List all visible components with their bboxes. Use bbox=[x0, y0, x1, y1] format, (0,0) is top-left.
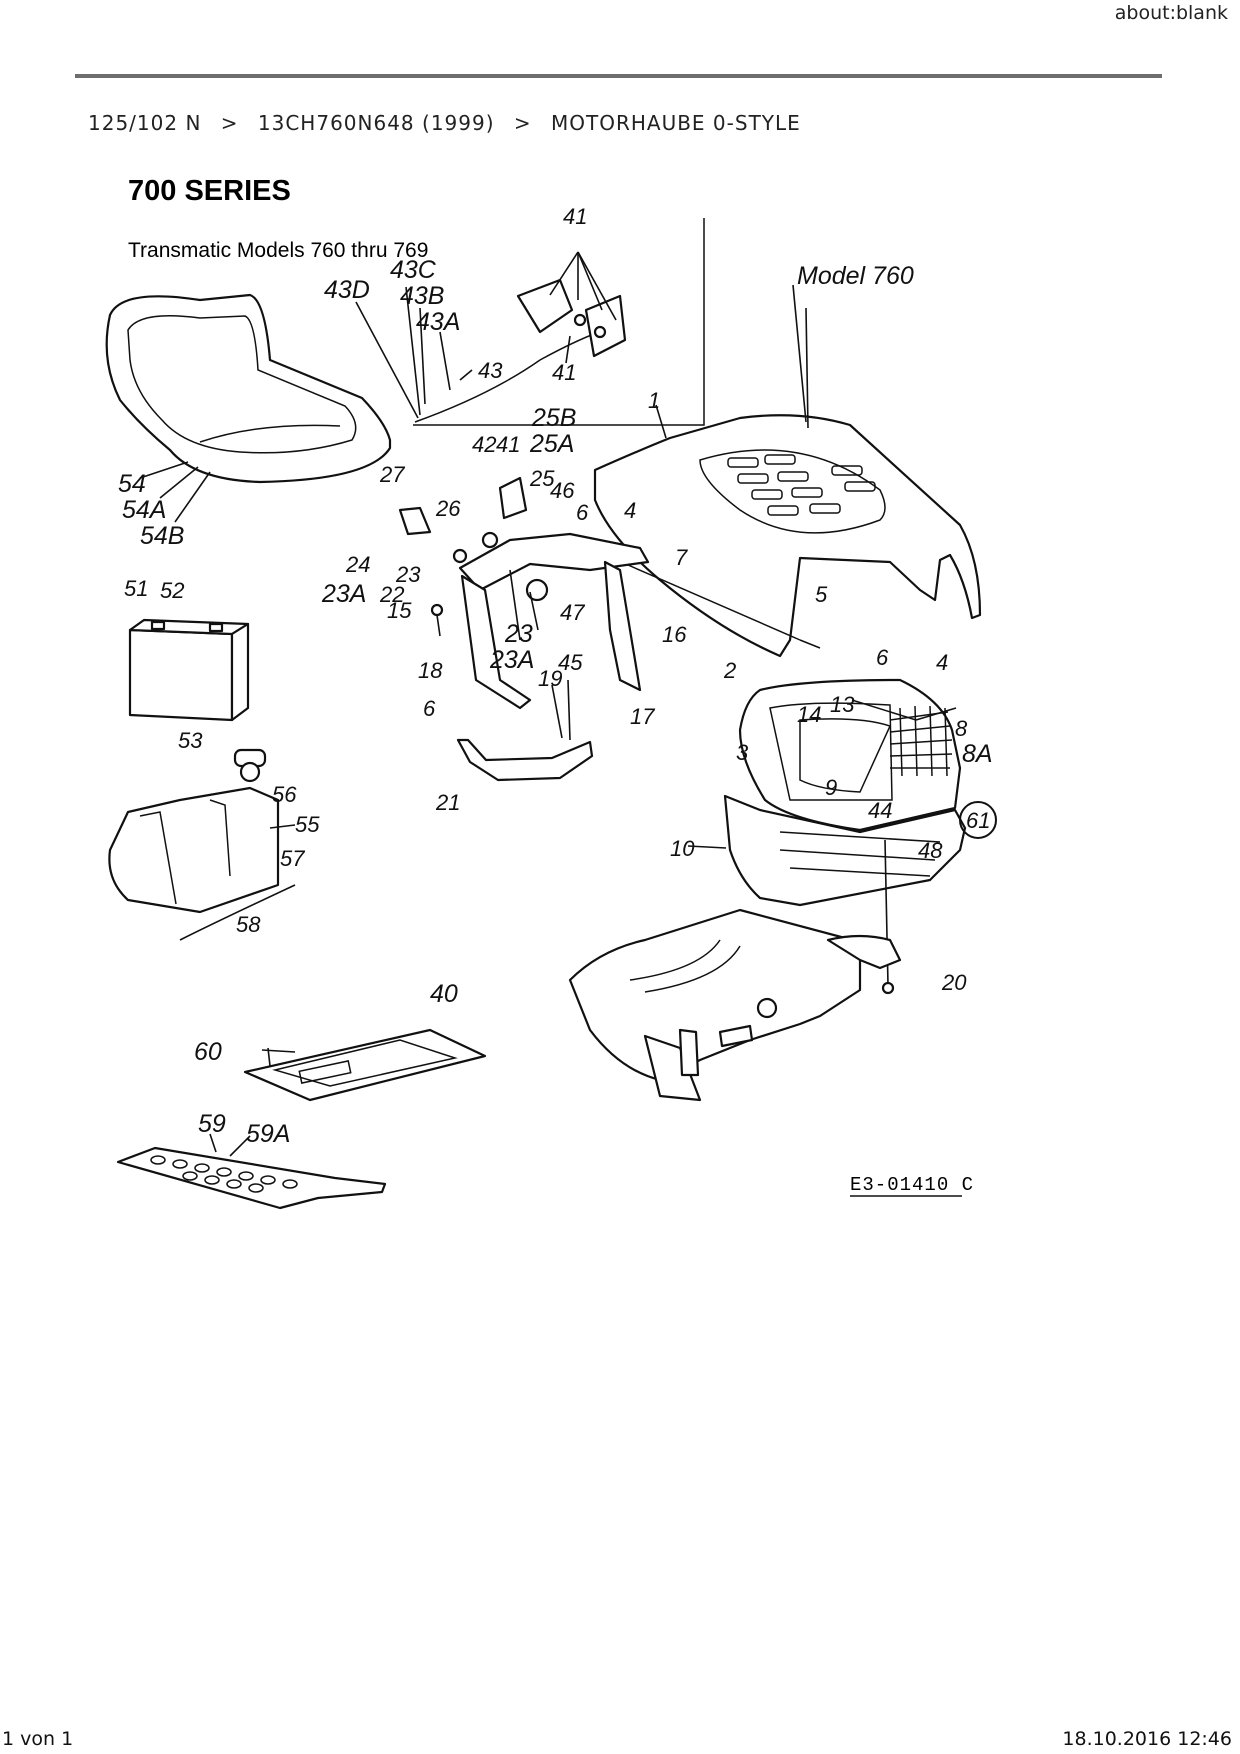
label-43b: 43B bbox=[400, 282, 444, 310]
label-9: 9 bbox=[825, 775, 837, 800]
label-41c: 41 bbox=[496, 432, 520, 457]
breadcrumb-separator: > bbox=[220, 111, 239, 135]
battery-part bbox=[128, 618, 250, 722]
label-16: 16 bbox=[662, 622, 687, 647]
label-55: 55 bbox=[295, 812, 320, 837]
hood-vents bbox=[727, 454, 876, 516]
label-27: 27 bbox=[379, 462, 405, 487]
label-8a: 8A bbox=[962, 740, 993, 768]
label-13: 13 bbox=[830, 692, 855, 717]
label-14: 14 bbox=[797, 702, 821, 727]
label-59a: 59A bbox=[246, 1120, 290, 1148]
label-41b: 41 bbox=[552, 360, 576, 385]
label-6c: 6 bbox=[423, 696, 436, 721]
label-25: 25 bbox=[529, 466, 555, 491]
breadcrumb-item-serial[interactable]: 13CH760N648 (1999) bbox=[257, 111, 495, 135]
label-43: 43 bbox=[478, 358, 503, 383]
label-59: 59 bbox=[198, 1110, 226, 1138]
breadcrumb-separator: > bbox=[513, 111, 532, 135]
label-7: 7 bbox=[675, 545, 688, 570]
label-24: 24 bbox=[345, 552, 370, 577]
diagram-subtitle: Transmatic Models 760 thru 769 bbox=[128, 239, 428, 262]
label-6a: 6 bbox=[576, 500, 589, 525]
hinge-bracket-part bbox=[398, 476, 821, 782]
label-47: 47 bbox=[560, 600, 585, 625]
label-46: 46 bbox=[550, 478, 575, 503]
label-23a-1: 23A bbox=[321, 580, 366, 608]
hood-part bbox=[593, 284, 982, 658]
label-3: 3 bbox=[736, 740, 749, 765]
label-53: 53 bbox=[178, 728, 203, 753]
label-45: 45 bbox=[558, 650, 583, 675]
label-25b: 25B bbox=[531, 404, 576, 432]
footrest-part bbox=[116, 1133, 387, 1210]
callout-badge: 61 bbox=[959, 801, 997, 839]
label-2: 2 bbox=[723, 658, 736, 683]
label-6b: 6 bbox=[876, 645, 889, 670]
label-56: 56 bbox=[272, 782, 297, 807]
model-label: Model 760 bbox=[797, 262, 914, 290]
url-label: about:blank bbox=[1114, 2, 1228, 24]
label-18: 18 bbox=[418, 658, 443, 683]
label-48: 48 bbox=[918, 838, 943, 863]
label-57: 57 bbox=[280, 846, 305, 871]
part-labels: 1 2 3 4 4 5 6 6 6 7 8 8A 9 10 13 14 15 1… bbox=[118, 204, 993, 1148]
callout-number: 61 bbox=[966, 808, 990, 833]
label-51: 51 bbox=[124, 576, 148, 601]
label-8: 8 bbox=[955, 716, 968, 741]
floor-pan-part bbox=[243, 1028, 487, 1102]
grille-part bbox=[687, 678, 967, 995]
label-40: 40 bbox=[430, 980, 458, 1008]
drawing-code: E3-01410 C bbox=[850, 1174, 974, 1196]
label-23a: 23 bbox=[395, 562, 421, 587]
page-count: 1 von 1 bbox=[2, 1728, 74, 1750]
label-54a: 54A bbox=[122, 496, 166, 524]
print-datetime: 18.10.2016 12:46 bbox=[1062, 1728, 1232, 1750]
label-44: 44 bbox=[868, 798, 892, 823]
label-5: 5 bbox=[815, 582, 828, 607]
label-1: 1 bbox=[648, 388, 660, 413]
label-19: 19 bbox=[538, 666, 562, 691]
label-41a: 41 bbox=[563, 204, 587, 229]
label-21: 21 bbox=[435, 790, 460, 815]
grille-mesh bbox=[889, 705, 953, 777]
label-25a: 25A bbox=[529, 430, 574, 458]
header-rule bbox=[75, 74, 1162, 78]
label-4a: 4 bbox=[624, 498, 636, 523]
label-22: 22 bbox=[379, 582, 404, 607]
footrest-holes bbox=[150, 1155, 298, 1193]
label-52: 52 bbox=[160, 578, 184, 603]
label-26: 26 bbox=[435, 496, 461, 521]
breadcrumb-item-section: MOTORHAUBE 0-STYLE bbox=[551, 111, 801, 135]
breadcrumb-item-model[interactable]: 125/102 N bbox=[88, 111, 202, 135]
label-23a-2: 23A bbox=[489, 646, 534, 674]
inset-cable-detail bbox=[355, 218, 705, 426]
label-23b: 23 bbox=[504, 620, 533, 648]
label-10: 10 bbox=[670, 836, 695, 861]
label-17: 17 bbox=[630, 704, 655, 729]
label-43d: 43D bbox=[324, 276, 370, 304]
label-15: 15 bbox=[387, 598, 412, 623]
label-54: 54 bbox=[118, 470, 146, 498]
label-43c: 43C bbox=[390, 256, 437, 284]
label-43a: 43A bbox=[416, 308, 460, 336]
breadcrumb: 125/102 N > 13CH760N648 (1999) > MOTORHA… bbox=[88, 111, 801, 135]
fuel-tank-part bbox=[108, 748, 296, 941]
label-54b: 54B bbox=[140, 522, 184, 550]
label-42: 42 bbox=[472, 432, 496, 457]
label-60: 60 bbox=[194, 1038, 222, 1066]
parts-diagram: 700 SERIES Transmatic Models 760 thru 76… bbox=[105, 175, 997, 1210]
diagram-title: 700 SERIES bbox=[128, 175, 291, 207]
seat-part bbox=[105, 293, 392, 523]
label-58: 58 bbox=[236, 912, 261, 937]
label-20: 20 bbox=[941, 970, 967, 995]
label-4b: 4 bbox=[936, 650, 948, 675]
frame-part bbox=[568, 908, 902, 1102]
